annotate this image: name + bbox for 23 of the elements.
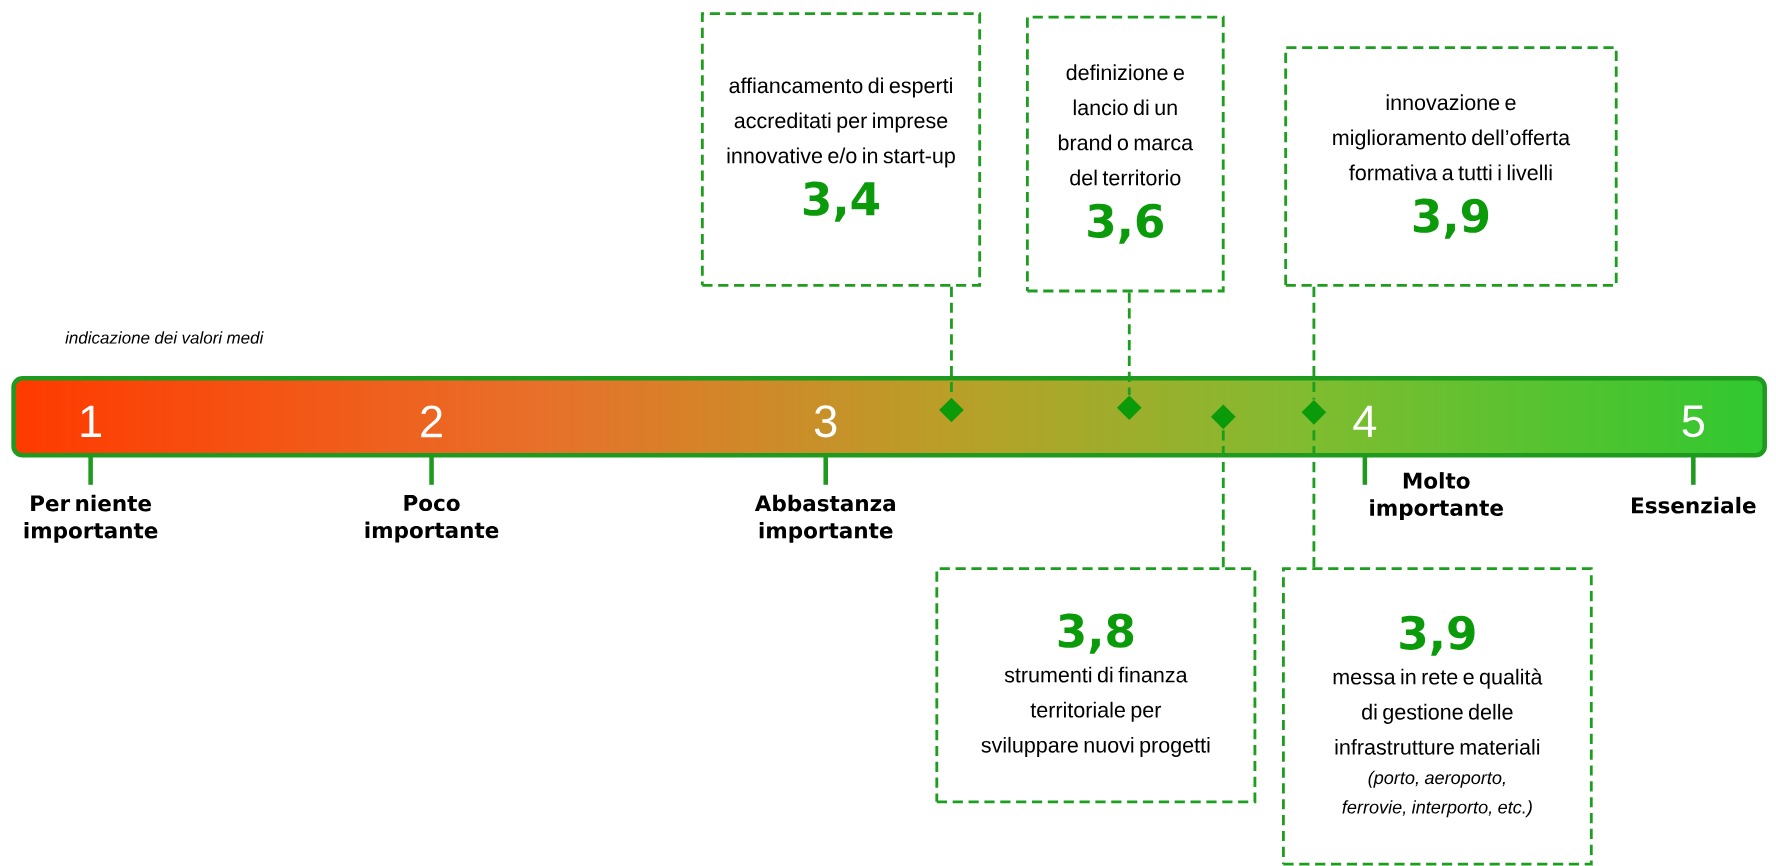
scale-label: Poco importante — [365, 494, 499, 543]
note-text: indicazione dei valori medi — [65, 331, 264, 344]
connector-line — [1221, 429, 1225, 568]
scale-label: Abbastanza importante — [754, 494, 895, 543]
connector-line — [1312, 286, 1316, 400]
rating-box: definizione e lancio di un brand o marca del territorio 3,6 — [1026, 15, 1225, 293]
scale-number: 1 — [81, 405, 101, 437]
scale-number: 2 — [421, 405, 442, 437]
value-marker — [1116, 395, 1142, 420]
value-marker — [1210, 404, 1236, 429]
scale-label: Essenziale — [1632, 496, 1756, 514]
rating-box: 3,8 strumenti di finanza territoriale per sviluppare nuovi progetti — [935, 567, 1257, 804]
scale-number: 5 — [1682, 405, 1705, 437]
value-marker — [939, 397, 964, 423]
scale-number: 3 — [814, 405, 837, 438]
rating-box: affiancamento di esperti accreditati per imprese innovative e/o in start-up 3,4 — [700, 12, 982, 287]
rating-box: innovazione e miglioramento dell’offerta formativa a tutti i livelli 3,9 — [1284, 46, 1618, 287]
rating-box: 3,9 messa in rete e qualità di gestione delle infrastrutture materiali (porto, aeroporto, ferrovie, interporto, etc.) — [1282, 567, 1593, 866]
scale-number: 4 — [1353, 405, 1377, 437]
value-marker — [1301, 399, 1327, 425]
scale-label: Per niente importante — [24, 494, 158, 543]
scale-label: Molto importante — [1370, 471, 1503, 520]
connector-line — [1127, 292, 1131, 395]
